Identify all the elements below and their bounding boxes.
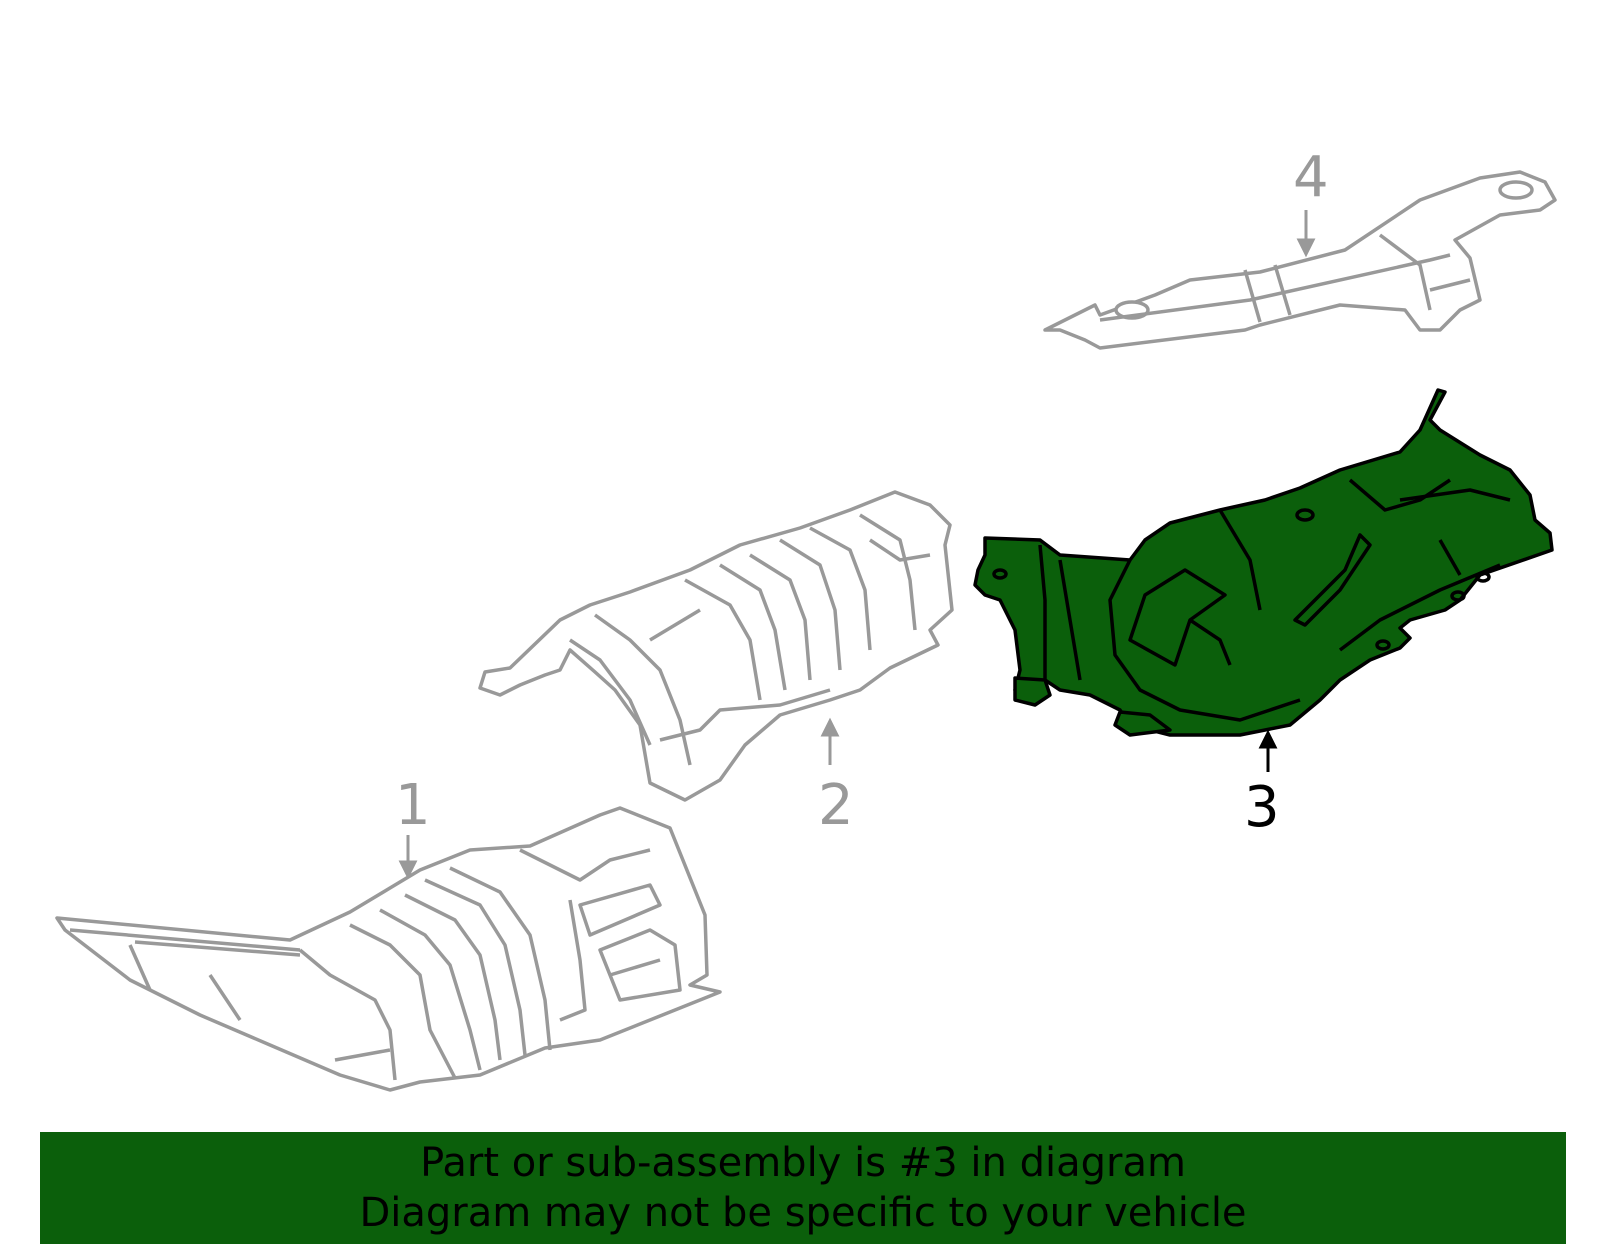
arrow-part-1	[398, 835, 418, 880]
part-2-heat-shield	[478, 490, 954, 802]
callout-part-2: 2	[818, 773, 854, 838]
part-3-heat-shield	[973, 388, 1554, 737]
arrow-part-3	[1258, 729, 1278, 772]
callout-part-4: 4	[1293, 145, 1329, 210]
callout-part-1: 1	[395, 773, 431, 838]
arrow-part-4	[1296, 210, 1316, 258]
info-banner: Part or sub-assembly is #3 in diagram Di…	[40, 1132, 1566, 1244]
callout-part-3: 3	[1244, 775, 1280, 840]
arrow-part-2	[820, 717, 840, 765]
banner-line-1: Part or sub-assembly is #3 in diagram	[420, 1140, 1186, 1186]
banner-line-2: Diagram may not be specific to your vehi…	[359, 1190, 1247, 1236]
leader-arrows	[398, 210, 1316, 880]
part-1-heat-shield	[55, 806, 722, 1092]
part-4-bracket	[1043, 170, 1557, 350]
